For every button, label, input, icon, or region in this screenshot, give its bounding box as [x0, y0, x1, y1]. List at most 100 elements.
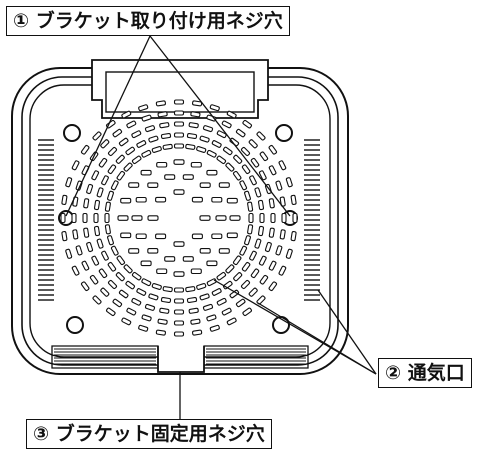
vent-slot [199, 248, 211, 254]
vent-slot [65, 177, 73, 188]
vent-slot [106, 307, 116, 317]
vent-slot [86, 241, 94, 253]
vent-slot [216, 130, 227, 139]
vent-slot [241, 164, 251, 174]
vent-slot [92, 295, 102, 305]
vent-slot [232, 170, 242, 181]
vent-slot [120, 232, 132, 239]
bottom-rail-hatching [54, 348, 306, 365]
vent-slot [285, 177, 293, 188]
vent-slot [96, 238, 104, 249]
vent-slot [173, 121, 185, 127]
vent-slot [221, 120, 232, 129]
vent-slot [259, 151, 269, 162]
vent-slot [247, 201, 254, 212]
vent-slot [182, 256, 194, 262]
vent-slot [83, 198, 90, 209]
vent-slot [173, 99, 185, 105]
bottom-bracket-slot [157, 346, 205, 373]
vent-slot [249, 175, 257, 186]
vent-slot [268, 260, 277, 271]
vent-slot [257, 199, 265, 211]
vent-slot [211, 233, 223, 240]
vent-slot [107, 164, 117, 174]
vent-slot [206, 278, 217, 287]
vent-slot [136, 140, 147, 148]
vent-slot [173, 331, 185, 337]
vent-slot [157, 318, 168, 325]
vent-slot [249, 250, 257, 261]
vent-slot [100, 287, 110, 297]
vent-slot [248, 139, 258, 149]
vent-slot [118, 289, 129, 299]
vent-slot [60, 212, 66, 224]
vent-slot [173, 110, 185, 116]
vent-slot [157, 111, 168, 118]
vent-slot [126, 120, 137, 129]
vent-slot [218, 248, 230, 254]
vent-slot [226, 232, 238, 239]
callout-bracket-mount-holes: ① ブラケット取り付け用ネジ穴 [6, 6, 290, 36]
vent-slot [209, 104, 220, 112]
vent-slot [235, 128, 246, 138]
vent-slot [268, 145, 278, 155]
vent-slot [188, 122, 199, 129]
vent-slot [259, 212, 265, 224]
vent-slot [223, 146, 233, 156]
vent-slot [148, 135, 159, 143]
vent-slot [226, 317, 237, 326]
vent-slot [239, 180, 248, 191]
callout-bracket-fix-hole: ③ ブラケット固定用ネジ穴 [26, 419, 272, 449]
vent-slot [131, 155, 142, 165]
vent-slot [218, 182, 230, 188]
bottom-rail [51, 345, 309, 373]
vent-slot [206, 169, 218, 176]
vent-slot [264, 241, 272, 253]
vent-slot [279, 196, 286, 207]
vent-slot [162, 286, 173, 293]
vent-slot [91, 255, 100, 266]
screw-hole-top-right [275, 124, 293, 142]
vent-slot [107, 235, 114, 246]
vent-slot [268, 165, 277, 176]
vent-slot [190, 111, 201, 118]
vent-slot [136, 288, 147, 296]
vent-slot [196, 146, 207, 153]
vent-slot [256, 131, 266, 141]
vent-slot [279, 229, 286, 240]
vent-slot [101, 250, 109, 261]
vent-slot [182, 174, 194, 180]
vent-slot [135, 196, 147, 203]
vent-slot [216, 155, 227, 165]
vent-slot [250, 268, 260, 279]
vent-slot [156, 161, 168, 168]
vent-slot [159, 307, 170, 314]
vent-slot [199, 293, 210, 301]
vent-slot [290, 194, 297, 205]
vent-slot [131, 297, 142, 306]
vent-slot [162, 143, 173, 150]
vent-slot [190, 268, 202, 275]
vent-slot [240, 279, 251, 290]
vent-slot [135, 233, 147, 240]
vent-slot [250, 157, 260, 168]
vent-slot [186, 132, 198, 140]
vent-slot [275, 245, 283, 256]
vent-slot [101, 175, 109, 186]
vent-slot [93, 225, 101, 237]
vent-slot [107, 262, 117, 272]
vent-slot [110, 245, 119, 256]
vent-slot [128, 248, 140, 254]
vent-slot [173, 143, 185, 149]
vent-slot [199, 182, 211, 188]
vent-slot [173, 309, 185, 315]
vent-slot [211, 288, 222, 296]
vent-slot [116, 170, 126, 181]
vent-slot [244, 190, 251, 201]
vent-slot [164, 174, 176, 180]
vent-slot [160, 296, 172, 304]
vent-slot [125, 280, 135, 290]
vent-slot [82, 212, 88, 224]
vent-slot [107, 146, 118, 157]
